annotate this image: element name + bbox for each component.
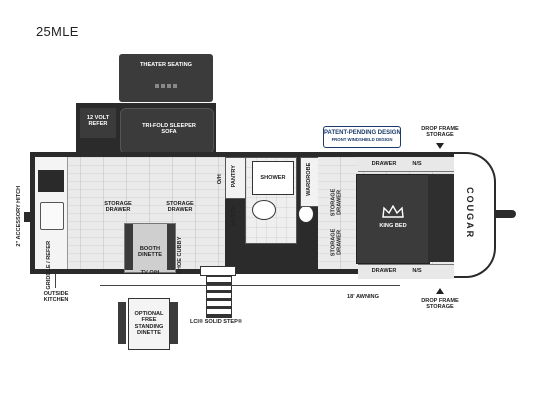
- king-bed: KING BED: [356, 174, 430, 264]
- griddle-refer-label: GRIDDLE / REFER: [45, 240, 52, 290]
- dinette-bench-right: [167, 224, 175, 270]
- patent-line1: PATENT-PENDING DESIGN: [324, 130, 401, 136]
- hitch-mount: [24, 212, 30, 222]
- bed-headboard: [428, 174, 454, 262]
- accessory-hitch-label: 2" ACCESSORY HITCH: [15, 185, 22, 247]
- patent-line2: FRONT WINDSHIELD DESIGN: [331, 136, 393, 142]
- outside-kitchen-label: OUTSIDE KITCHEN: [43, 291, 69, 304]
- ns-top-label: N/S: [412, 161, 422, 167]
- pantry-label: PANTRY: [230, 165, 237, 188]
- storage-drawer-bed-bottom: STORAGE DRAWER: [330, 228, 343, 257]
- model-title: 25MLE: [36, 24, 79, 39]
- booth-dinette-label: BOOTH DINETTE: [138, 246, 162, 259]
- bottom-drawer-strip: [358, 264, 454, 279]
- toilet: [252, 200, 276, 220]
- optional-chair-right: [170, 302, 178, 344]
- kitchen-sink: [40, 202, 64, 230]
- theater-cupholders: [155, 84, 177, 88]
- stove-top: [38, 170, 64, 192]
- outside-kitchen-line: [55, 274, 56, 288]
- storage-drawer-bed-top: STORAGE DRAWER: [330, 188, 343, 217]
- optional-dinette-label: OPTIONAL FREE STANDING DINETTE: [134, 311, 164, 337]
- kingpin: [496, 210, 516, 218]
- twelve-volt-refer: 12 VOLT REFER: [80, 108, 116, 138]
- patent-badge: PATENT-PENDING DESIGN FRONT WINDSHIELD D…: [323, 126, 401, 148]
- theater-seating-label: THEATER SEATING: [139, 62, 192, 68]
- awning-line: [100, 285, 400, 286]
- shoe-cubby-label: SHOE CUBBY: [176, 236, 183, 274]
- drop-frame-top-label: DROP FRAME STORAGE: [421, 126, 459, 139]
- storage-drawer-2: STORAGE DRAWER: [166, 201, 194, 214]
- shower-label: SHOWER: [260, 175, 286, 181]
- solid-step: [206, 276, 232, 318]
- arrow-up-icon: [436, 288, 444, 294]
- king-bed-label: KING BED: [379, 223, 407, 229]
- front-cap: [454, 152, 496, 278]
- storage-drawer-1: STORAGE DRAWER: [104, 201, 132, 214]
- entry-door: [200, 266, 236, 276]
- shower: SHOWER: [252, 161, 294, 195]
- tv-oh-label: TV O/H: [140, 270, 160, 276]
- sofa-label: TRI-FOLD SLEEPER SOFA: [142, 123, 196, 136]
- top-drawer-strip: [358, 157, 454, 172]
- hutch-label: HUTCH: [230, 205, 237, 226]
- tri-fold-sofa: TRI-FOLD SLEEPER SOFA: [120, 108, 214, 154]
- brand-label: COUGAR: [465, 187, 476, 240]
- refer-label: 12 VOLT REFER: [86, 115, 110, 128]
- crown-icon: [381, 204, 405, 219]
- optional-chair-left: [118, 302, 126, 344]
- ns-bottom-label: N/S: [412, 268, 422, 274]
- optional-dinette: OPTIONAL FREE STANDING DINETTE: [118, 298, 178, 350]
- drawer-bottom-label: DRAWER: [371, 268, 397, 274]
- theater-seating: THEATER SEATING: [119, 54, 213, 102]
- optional-table: OPTIONAL FREE STANDING DINETTE: [128, 298, 170, 350]
- oh-label: O/H: [216, 174, 223, 185]
- bath-sink: [298, 205, 314, 223]
- drop-frame-bottom-label: DROP FRAME STORAGE: [421, 298, 459, 311]
- booth-dinette: BOOTH DINETTE TV O/H: [124, 223, 176, 276]
- arrow-down-icon: [436, 143, 444, 149]
- awning-label: 18' AWNING: [347, 294, 379, 300]
- wardrobe-label: WARDROBE: [305, 162, 312, 196]
- dinette-bench-left: [125, 224, 133, 270]
- solid-step-label: LCI® SOLID STEP®: [189, 319, 243, 325]
- drawer-top-label: DRAWER: [371, 161, 397, 167]
